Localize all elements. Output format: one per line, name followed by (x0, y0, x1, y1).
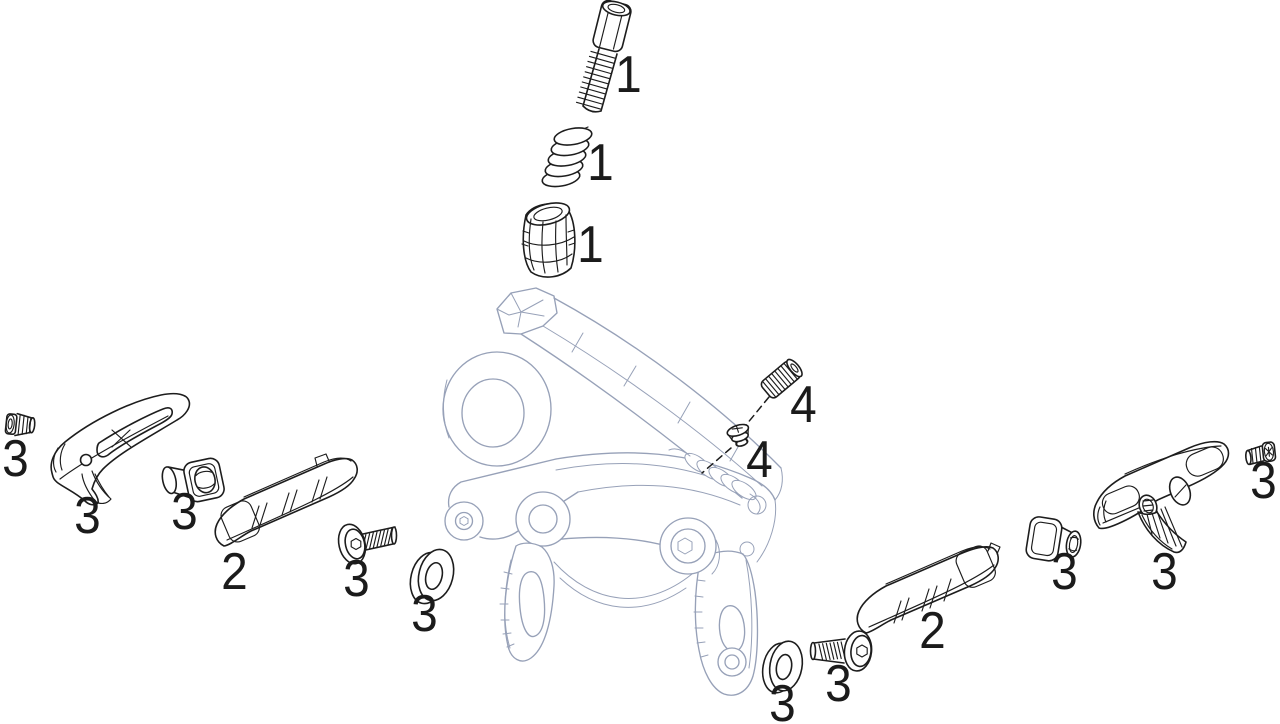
callout-left-bolt: 3 (343, 550, 370, 608)
spring-anchor-screw-drawing (701, 423, 750, 474)
pad-bolt-right-drawing (809, 630, 873, 672)
washer-left-drawing (409, 548, 455, 605)
callout-right-bolt: 3 (825, 655, 852, 713)
brake-caliper-body-drawing (442, 287, 783, 696)
small-screw-right-edge-drawing (1244, 441, 1277, 466)
callout-left-pad: 2 (221, 543, 248, 601)
callout-right-holder: 3 (1151, 543, 1178, 601)
callout-adjuster-knob: 1 (577, 216, 604, 274)
barrel-adjuster-bolt-drawing (575, 0, 632, 113)
callout-right-pad: 2 (919, 602, 946, 660)
callout-right-nut: 3 (1051, 543, 1078, 601)
pad-bolt-left-drawing (337, 523, 398, 565)
callout-adjuster-bolt: 1 (615, 46, 642, 104)
spring-tension-set-screw-drawing (745, 358, 803, 426)
barrel-adjuster-spring-drawing (541, 126, 593, 188)
mounting-nut-left-drawing (161, 457, 225, 503)
brake-pad-insert-right-drawing (856, 542, 1001, 634)
callout-adjuster-spring: 1 (587, 134, 614, 192)
callout-right-edge-screw: 3 (1250, 452, 1277, 510)
small-screw-left-edge-drawing (4, 412, 36, 437)
callout-left-washer: 3 (411, 585, 438, 643)
callout-left-nut: 3 (171, 483, 198, 541)
mounting-nut-right-drawing (1025, 516, 1082, 562)
callout-left-holder: 3 (74, 487, 101, 545)
callout-bottom-washer: 3 (769, 675, 796, 724)
brake-pad-insert-left-drawing (214, 453, 358, 547)
pad-holder-left-drawing (50, 392, 191, 506)
callout-set-screw-lower: 4 (746, 431, 773, 489)
pad-holder-right-drawing (1093, 440, 1230, 554)
callout-left-edge-screw: 3 (2, 430, 29, 488)
washer-bottom-drawing (761, 640, 804, 694)
callout-set-screw-upper: 4 (790, 376, 817, 434)
barrel-adjuster-knob-drawing (521, 202, 576, 278)
